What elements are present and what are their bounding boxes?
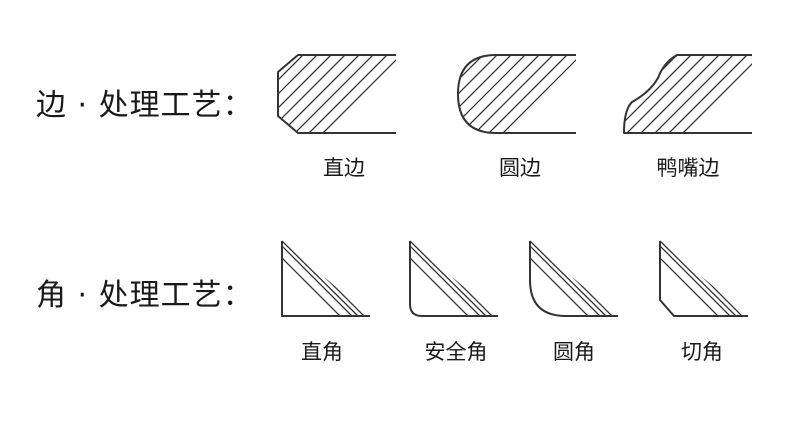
hatch-pattern (278, 55, 396, 133)
hatch-pattern (282, 241, 370, 316)
corner-section-title: 角 · 处理工艺： (36, 278, 254, 313)
straight-edge-label: 直边 (323, 156, 365, 180)
right-corner-label: 直角 (301, 340, 343, 364)
safe-corner-diagram (409, 240, 498, 317)
edge-section-title: 边 · 处理工艺： (36, 88, 254, 123)
round-edge-diagram (457, 54, 576, 134)
safe-corner-label: 安全角 (424, 340, 488, 364)
hatch-pattern (660, 241, 748, 316)
straight-edge-diagram (277, 54, 396, 134)
duck-bill-edge-diagram (623, 54, 752, 134)
round-corner-label: 圆角 (553, 340, 595, 364)
cut-corner-label: 切角 (681, 340, 723, 364)
cut-corner-diagram (659, 240, 748, 317)
round-corner-diagram (529, 240, 618, 317)
hatch-pattern (410, 241, 498, 316)
hatch-pattern (530, 241, 618, 316)
right-corner-diagram (281, 240, 370, 317)
hatch-pattern (458, 55, 576, 133)
round-edge-label: 圆边 (499, 156, 541, 180)
duck-bill-edge-label: 鸭嘴边 (656, 156, 720, 180)
hatch-pattern (624, 55, 752, 133)
